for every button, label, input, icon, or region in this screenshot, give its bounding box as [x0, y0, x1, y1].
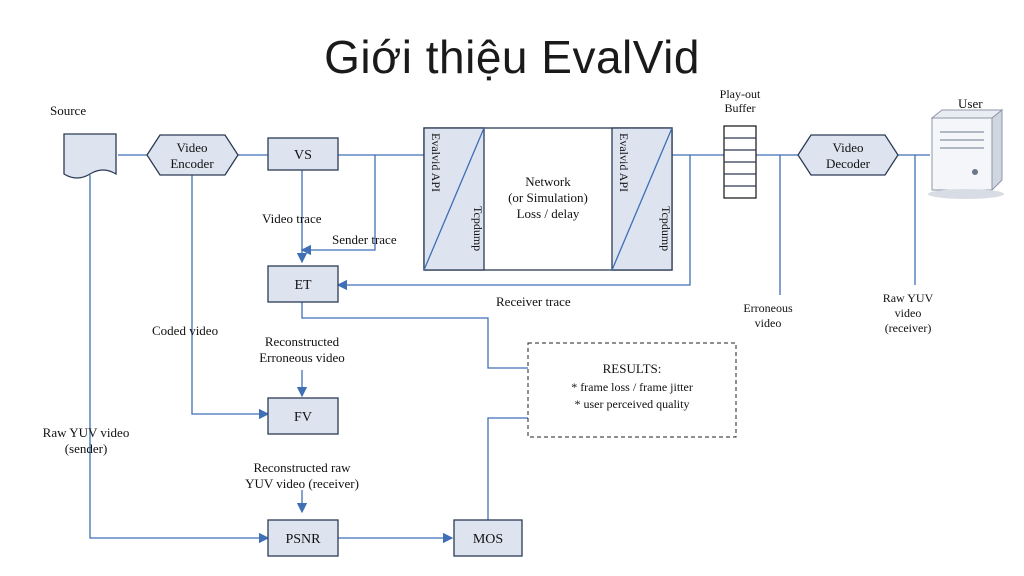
playout-buffer-node: Play-out Buffer — [720, 87, 761, 199]
network-node: Evalvid API Tcpdump Evalvid API Tcpdump … — [423, 127, 673, 271]
evalvid-api-left: Evalvid API — [429, 133, 443, 192]
source-label: Source — [50, 103, 86, 118]
receiver-trace-label: Receiver trace — [496, 294, 571, 309]
source-node: Source — [50, 103, 117, 179]
evalvid-api-right: Evalvid API — [617, 133, 631, 192]
tcpdump-left: Tcpdump — [471, 206, 485, 251]
raw-yuv-sender-label-2: (sender) — [65, 441, 108, 456]
video-decoder-label-2: Decoder — [826, 156, 871, 171]
results-item-frame-loss: * frame loss / frame jitter — [571, 380, 693, 394]
et-label: ET — [294, 278, 312, 293]
user-label: User — [958, 96, 983, 111]
network-label-3: Loss / delay — [517, 206, 580, 221]
mos-node: MOS — [453, 519, 523, 557]
results-item-quality: * user perceived quality — [575, 397, 690, 411]
reconstructed-raw-label-2: YUV video (receiver) — [245, 476, 359, 491]
video-decoder-label-1: Video — [833, 140, 864, 155]
psnr-node: PSNR — [267, 519, 339, 557]
fv-label: FV — [294, 410, 312, 425]
raw-yuv-sender-label-1: Raw YUV video — [43, 425, 130, 440]
playout-buffer-label-2: Buffer — [724, 101, 755, 115]
video-decoder-node: Video Decoder — [797, 134, 899, 176]
erroneous-video-label-1: Erroneous — [743, 301, 793, 315]
raw-yuv-receiver-label-1: Raw YUV — [883, 291, 934, 305]
playout-buffer-label-1: Play-out — [720, 87, 761, 101]
et-node: ET — [267, 265, 339, 303]
network-label-1: Network — [525, 174, 571, 189]
results-box: RESULTS: * frame loss / frame jitter * u… — [527, 342, 737, 438]
raw-yuv-receiver-label-3: (receiver) — [885, 321, 932, 335]
reconstructed-erroneous-label-2: Erroneous video — [259, 350, 345, 365]
reconstructed-erroneous-label-1: Reconstructed — [265, 334, 340, 349]
tcpdump-right: Tcpdump — [659, 206, 673, 251]
raw-yuv-receiver-label-2: video — [895, 306, 922, 320]
mos-label: MOS — [473, 532, 503, 547]
sender-trace-label: Sender trace — [332, 232, 397, 247]
vs-node: VS — [267, 137, 339, 171]
psnr-label: PSNR — [285, 532, 321, 547]
video-encoder-label-2: Encoder — [170, 156, 214, 171]
results-heading: RESULTS: — [603, 361, 662, 376]
reconstructed-raw-label-1: Reconstructed raw — [253, 460, 351, 475]
page-title: Giới thiệu EvalVid — [324, 31, 700, 83]
video-encoder-node: Video Encoder — [146, 134, 239, 176]
fv-node: FV — [267, 397, 339, 435]
video-trace-label: Video trace — [262, 211, 322, 226]
connector-lines — [89, 154, 930, 544]
vs-label: VS — [294, 148, 312, 163]
user-computer-icon: User — [928, 96, 1004, 199]
network-label-2: (or Simulation) — [508, 190, 588, 205]
erroneous-video-label-2: video — [755, 316, 782, 330]
video-encoder-label-1: Video — [177, 140, 208, 155]
coded-video-label: Coded video — [152, 323, 218, 338]
